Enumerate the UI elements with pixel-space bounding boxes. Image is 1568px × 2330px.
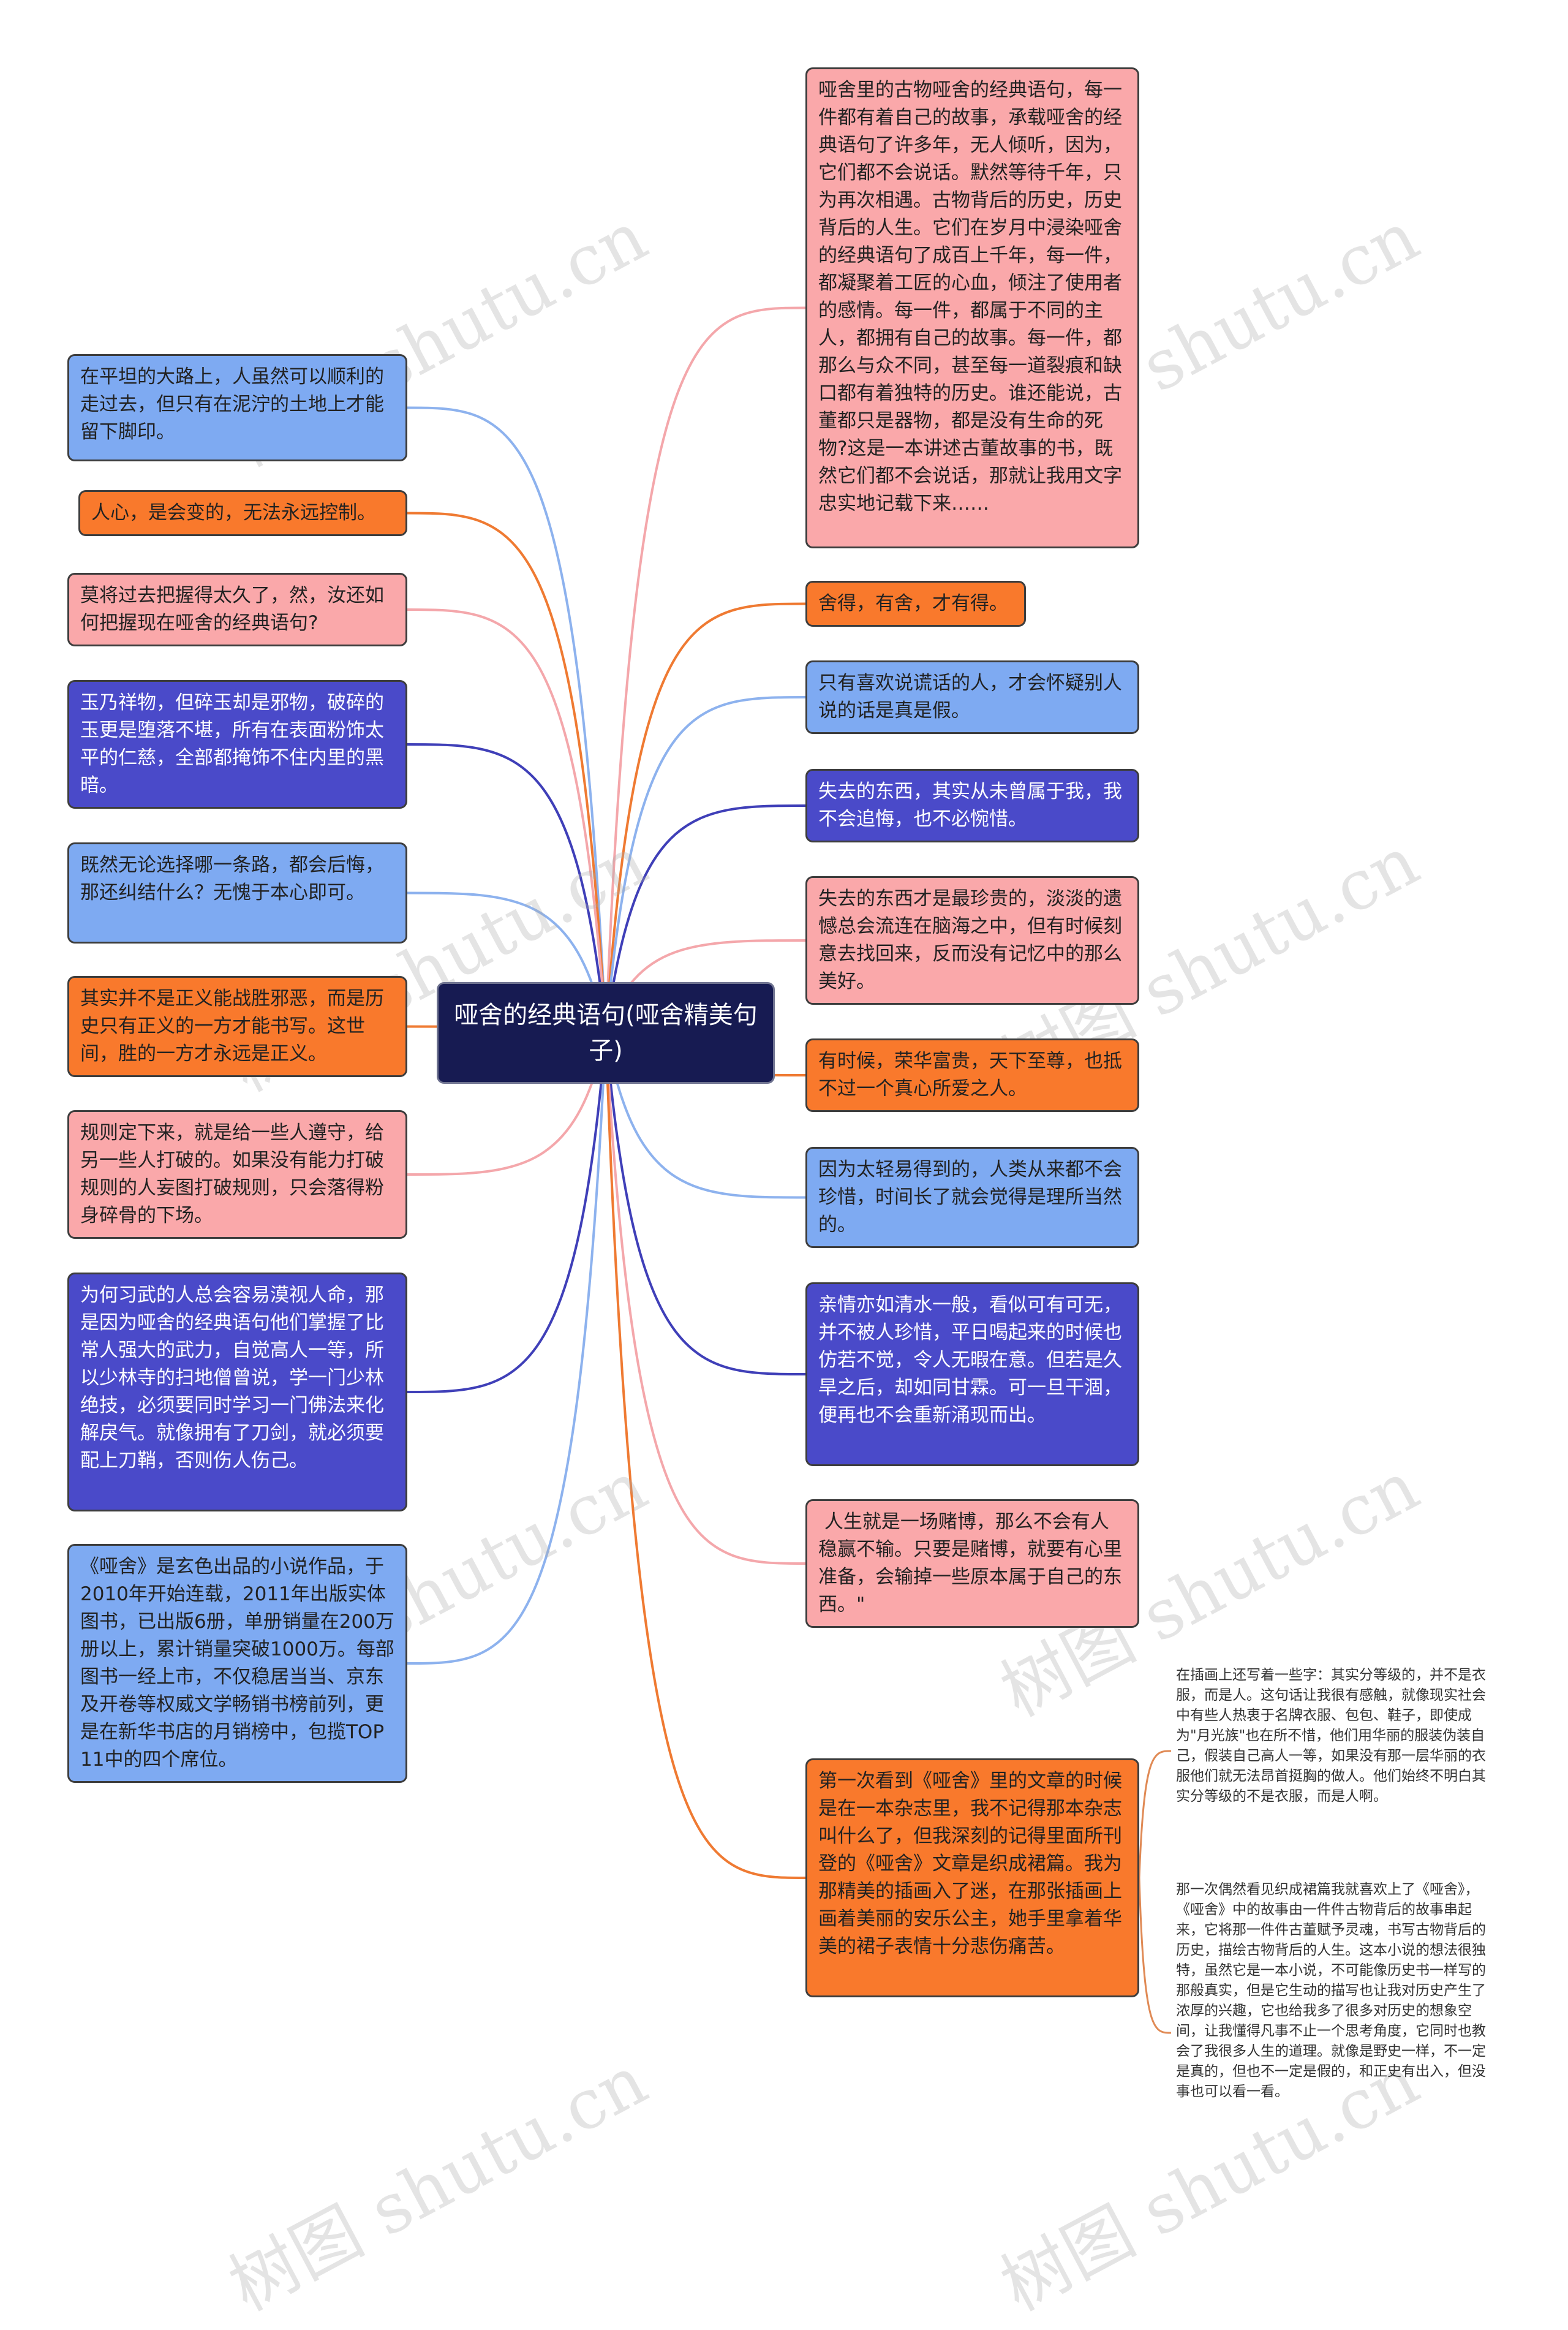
node-text: 其实并不是正义能战胜邪恶，而是历史只有正义的一方才能书写。这世间，胜的一方才永远… — [80, 988, 384, 1065]
right-connector-line — [605, 602, 806, 1034]
right-connector-line — [605, 1032, 806, 1879]
node-text: 人生就是一场赌博，那么不会有人稳赢不输。只要是赌博，就要有心里准备，会输掉一些原… — [818, 1511, 1122, 1616]
right-connector-line — [605, 1032, 806, 1375]
node-text: 玉乃祥物，但碎玉却是邪物，破碎的玉更是堕落不堪，所有在表面粉饰太平的仁慈，全部都… — [80, 692, 384, 796]
connector-lines — [407, 306, 1172, 2034]
node-text: 在平坦的大路上，人虽然可以顺利的走过去，但只有在泥泞的土地上才能留下脚印。 — [80, 366, 384, 443]
left-branch-node[interactable]: 为何习武的人总会容易漠视人命，那是因为哑舍的经典语句他们掌握了比常人强大的武力，… — [67, 1273, 407, 1511]
right-branch-node[interactable]: 舍得，有舍，才有得。 — [805, 581, 1026, 627]
left-connector-line — [407, 743, 607, 1034]
left-branch-node[interactable]: 莫将过去把握得太久了，然，汝还如何把握现在哑舍的经典语句? — [67, 573, 407, 646]
node-text: 失去的东西，其实从未曾属于我，我不会追悔，也不必惋惜。 — [818, 781, 1122, 830]
left-connector-line — [407, 1032, 607, 1393]
right-branch-node[interactable]: 失去的东西，其实从未曾属于我，我不会追悔，也不必惋惜。 — [805, 769, 1139, 842]
sub-note[interactable]: 那一次偶然看见织成裙篇我就喜欢上了《哑舍》，《哑舍》中的故事由一件件古物背后的故… — [1176, 1880, 1494, 2186]
right-connector-line — [605, 696, 806, 1034]
node-text: 有时候，荣华富贵，天下至尊，也抵不过一个真心所爱之人。 — [818, 1050, 1122, 1100]
node-text: 舍得，有舍，才有得。 — [818, 592, 1008, 615]
left-branch-node[interactable]: 其实并不是正义能战胜邪恶，而是历史只有正义的一方才能书写。这世间，胜的一方才永远… — [67, 976, 407, 1077]
right-connector-line — [605, 1032, 806, 1199]
node-text: 第一次看到《哑舍》里的文章的时候是在一本杂志里，我不记得那本杂志叫什么了，但我深… — [818, 1770, 1122, 1957]
right-branch-node[interactable]: 只有喜欢说谎话的人，才会怀疑别人说的话是真是假。 — [805, 660, 1139, 734]
left-connector-line — [407, 608, 607, 1034]
node-text: 哑舍里的古物哑舍的经典语句，每一件都有着自己的故事，承载哑舍的经典语句了许多年，… — [818, 79, 1122, 515]
right-connector-line — [605, 306, 806, 1034]
sub-note[interactable]: 在插画上还写着一些字：其实分等级的，并不是衣服，而是人。这句话让我很有感触，就像… — [1176, 1665, 1494, 1837]
right-branch-node[interactable]: 人生就是一场赌博，那么不会有人稳赢不输。只要是赌博，就要有心里准备，会输掉一些原… — [805, 1499, 1139, 1628]
root-topic[interactable]: 哑舍的经典语句(哑舍精美句子) — [437, 982, 775, 1084]
left-branch-node[interactable]: 玉乃祥物，但碎玉却是邪物，破碎的玉更是堕落不堪，所有在表面粉饰太平的仁慈，全部都… — [67, 680, 407, 809]
left-connector-line — [407, 1032, 607, 1665]
sub-note-text: 那一次偶然看见织成裙篇我就喜欢上了《哑舍》，《哑舍》中的故事由一件件古物背后的故… — [1176, 1882, 1486, 2100]
node-text: 规则定下来，就是给一些人遵守，给另一些人打破的。如果没有能力打破规则的人妄图打破… — [80, 1122, 384, 1227]
node-text: 因为太轻易得到的，人类从来都不会珍惜，时间长了就会觉得是理所当然的。 — [818, 1159, 1122, 1236]
right-branch-node[interactable]: 有时候，荣华富贵，天下至尊，也抵不过一个真心所爱之人。 — [805, 1038, 1139, 1112]
right-connector-line — [605, 1032, 806, 1565]
left-branch-node[interactable]: 既然无论选择哪一条路，都会后悔，那还纠结什么？无愧于本心即可。 — [67, 842, 407, 944]
root-topic-label: 哑舍的经典语句(哑舍精美句子) — [454, 1001, 758, 1065]
node-text: 人心，是会变的，无法永远控制。 — [91, 502, 376, 524]
node-text: 莫将过去把握得太久了，然，汝还如何把握现在哑舍的经典语句? — [80, 584, 384, 634]
left-branch-node[interactable]: 人心，是会变的，无法永远控制。 — [78, 490, 407, 536]
right-branch-node[interactable]: 亲情亦如清水一般，看似可有可无，并不被人珍惜，平日喝起来的时候也仿若不觉，令人无… — [805, 1282, 1139, 1466]
left-branch-node[interactable]: 《哑舍》是玄色出品的小说作品，于2010年开始连载，2011年出版实体图书，已出… — [67, 1544, 407, 1783]
node-text: 为何习武的人总会容易漠视人命，那是因为哑舍的经典语句他们掌握了比常人强大的武力，… — [80, 1284, 384, 1472]
right-branch-node[interactable]: 哑舍里的古物哑舍的经典语句，每一件都有着自己的故事，承载哑舍的经典语句了许多年，… — [805, 67, 1139, 548]
sub-note-text: 在插画上还写着一些字：其实分等级的，并不是衣服，而是人。这句话让我很有感触，就像… — [1176, 1667, 1486, 1804]
right-branch-node[interactable]: 失去的东西才是最珍贵的，淡淡的遗憾总会流连在脑海之中，但有时候刻意去找回来，反而… — [805, 876, 1139, 1005]
right-branch-node[interactable]: 第一次看到《哑舍》里的文章的时候是在一本杂志里，我不记得那本杂志叫什么了，但我深… — [805, 1758, 1139, 1997]
right-branch-node[interactable]: 因为太轻易得到的，人类从来都不会珍惜，时间长了就会觉得是理所当然的。 — [805, 1147, 1139, 1248]
node-text: 失去的东西才是最珍贵的，淡淡的遗憾总会流连在脑海之中，但有时候刻意去找回来，反而… — [818, 888, 1122, 993]
left-branch-node[interactable]: 规则定下来，就是给一些人遵守，给另一些人打破的。如果没有能力打破规则的人妄图打破… — [67, 1110, 407, 1239]
sub-note-connector-line — [1138, 1750, 1172, 1878]
left-connector-line — [407, 406, 607, 1034]
node-text: 《哑舍》是玄色出品的小说作品，于2010年开始连载，2011年出版实体图书，已出… — [80, 1556, 394, 1771]
node-text: 亲情亦如清水一般，看似可有可无，并不被人珍惜，平日喝起来的时候也仿若不觉，令人无… — [818, 1294, 1122, 1426]
sub-note-connector-line — [1138, 1877, 1172, 2034]
left-branch-node[interactable]: 在平坦的大路上，人虽然可以顺利的走过去，但只有在泥泞的土地上才能留下脚印。 — [67, 354, 407, 461]
node-text: 既然无论选择哪一条路，都会后悔，那还纠结什么？无愧于本心即可。 — [80, 854, 384, 904]
right-connector-line — [605, 804, 806, 1034]
left-connector-line — [407, 512, 607, 1034]
node-text: 只有喜欢说谎话的人，才会怀疑别人说的话是真是假。 — [818, 672, 1122, 722]
